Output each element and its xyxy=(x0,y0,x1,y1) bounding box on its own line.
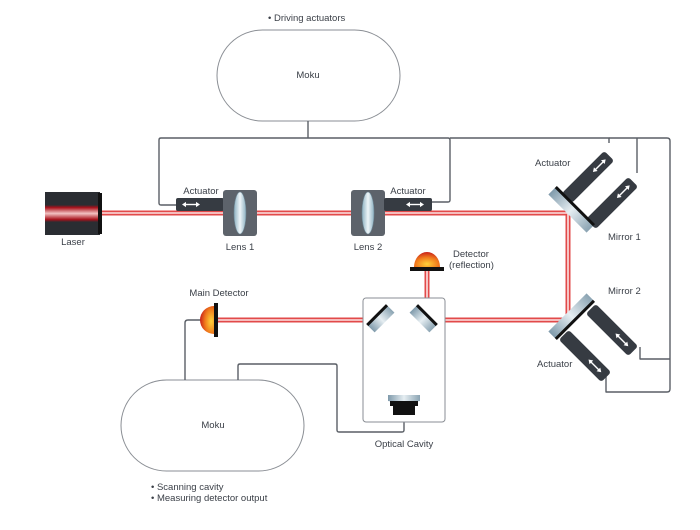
lens-2-actuator[interactable] xyxy=(384,198,432,211)
mirror-1-actuator-label: Actuator xyxy=(535,158,570,169)
mirror-2-backing xyxy=(554,299,596,341)
main-detector-label: Main Detector xyxy=(189,288,248,299)
lens-1-actuator-label: Actuator xyxy=(183,186,218,197)
mirror-2[interactable] xyxy=(548,293,596,341)
cavity-output-mirror xyxy=(409,304,438,333)
mirror-2-glass xyxy=(548,293,594,339)
detector-reflection-dome xyxy=(414,252,440,267)
lens-1-actuator[interactable] xyxy=(176,198,224,211)
laser-beam-path xyxy=(100,210,571,397)
lens-1-glass xyxy=(233,191,247,235)
optical-cavity-label: Optical Cavity xyxy=(375,439,434,450)
wire-cavity-piezo xyxy=(237,363,405,433)
lens-2[interactable] xyxy=(351,190,385,236)
wire-lens-actuators xyxy=(158,137,451,203)
mirror-1-actuator-a[interactable] xyxy=(562,151,614,203)
mirror-1-actuator-b[interactable] xyxy=(586,177,638,229)
moku-controller-top[interactable]: Moku xyxy=(216,29,401,122)
lens-2-label: Lens 2 xyxy=(354,242,383,253)
moku-bottom-label: Moku xyxy=(201,420,224,431)
mirror-2-actuator-label: Actuator xyxy=(537,359,572,370)
moku-top-label: Moku xyxy=(296,70,319,81)
lens-1[interactable] xyxy=(223,190,257,236)
main-detector-base xyxy=(214,303,218,337)
mirror-2-actuator-a[interactable] xyxy=(586,304,638,356)
moku-bottom-note-2: • Measuring detector output xyxy=(151,493,268,504)
laser-label: Laser xyxy=(61,237,85,248)
laser-body[interactable] xyxy=(45,192,100,235)
moku-bottom-shape[interactable] xyxy=(120,379,305,472)
detector-reflection-base xyxy=(410,267,444,271)
mirror-2-label: Mirror 2 xyxy=(608,286,641,297)
main-detector-dome xyxy=(200,306,214,334)
lens-2-actuator-label: Actuator xyxy=(390,186,425,197)
wire-main-detector xyxy=(184,319,203,380)
wire-to-mirror2-actuator-b xyxy=(639,347,670,360)
optical-cavity[interactable] xyxy=(362,297,446,423)
mirror-1-backing xyxy=(554,185,596,227)
optical-cavity-enclosure xyxy=(362,297,446,423)
mirror-1[interactable] xyxy=(548,185,596,233)
mirror-2-actuator-b[interactable] xyxy=(559,330,611,382)
lens-2-glass xyxy=(361,191,375,235)
lens-1-label: Lens 1 xyxy=(226,242,255,253)
moku-controller-bottom[interactable]: Moku xyxy=(120,379,305,472)
detector-reflection-label-1: Detector xyxy=(453,249,489,260)
main-detector[interactable] xyxy=(200,303,218,337)
laser[interactable] xyxy=(45,192,102,235)
laser-aperture xyxy=(98,193,102,234)
detector-reflection[interactable] xyxy=(410,252,444,271)
mirror-1-label: Mirror 1 xyxy=(608,232,641,243)
cavity-input-mirror xyxy=(366,304,395,333)
moku-top-note: • Driving actuators xyxy=(268,13,345,24)
wire-to-mirror2-actuator-a xyxy=(605,137,671,393)
control-wires xyxy=(158,121,671,433)
wire-to-mirror1-actuator-a xyxy=(450,137,610,143)
wire-lens1-actuator xyxy=(158,202,176,206)
moku-bottom-note-1: • Scanning cavity xyxy=(151,482,224,493)
cavity-end-mirror-piezo xyxy=(388,395,420,415)
mirror-1-glass xyxy=(548,187,594,233)
detector-reflection-label-2: (reflection) xyxy=(449,260,494,271)
